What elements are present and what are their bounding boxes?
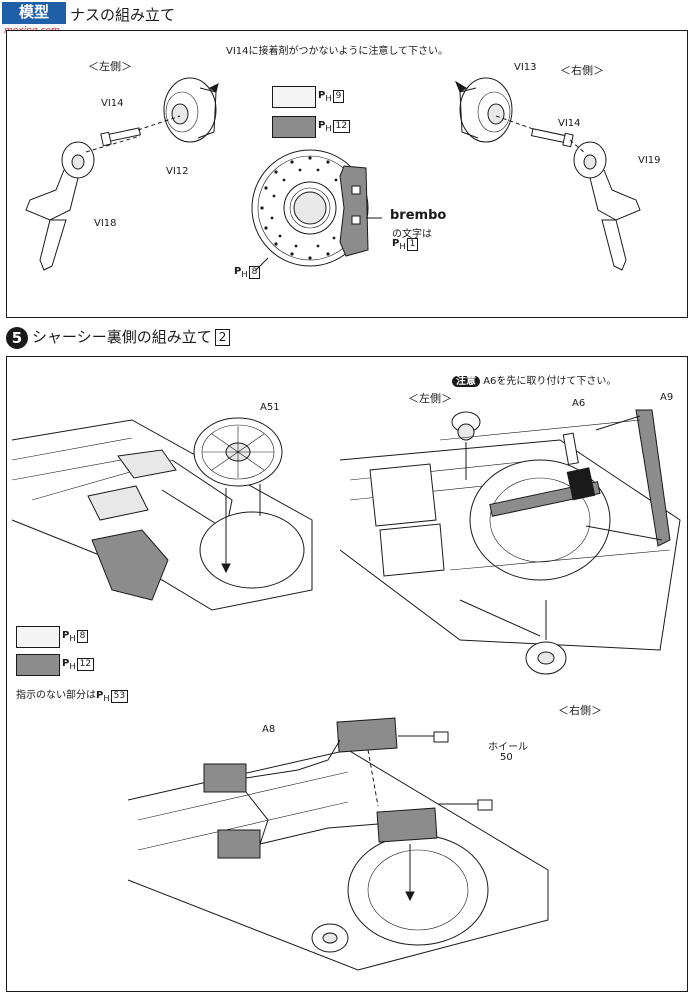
watermark-logo-text: 模型 (18, 3, 49, 21)
step4-title: ナスの組み立て (70, 6, 176, 24)
caution-text: A6を先に取り付けて下さい。 (483, 376, 617, 387)
step5-legend-swatch-dark (16, 654, 60, 676)
step5-right-label: ＜右側＞ (558, 704, 602, 717)
step5-title: シャーシー裏側の組み立て (32, 328, 212, 346)
part-label-vi19: VI19 (638, 155, 661, 166)
step4-instruction: VI14に接着剤がつかないように注意して下さい。 (226, 46, 449, 57)
exhaust-assembly-illustration (127, 717, 549, 971)
step4-right-label: ＜右側＞ (560, 64, 604, 77)
brembo-line2: の文字は (392, 229, 432, 240)
chassis-spare-wheel-illustration (11, 417, 313, 611)
legend-swatch-light (272, 86, 316, 108)
step4-left-label: ＜左側＞ (88, 60, 132, 73)
part-label-a6: A6 (572, 398, 586, 409)
brembo-word: brembo (390, 208, 447, 223)
caution-badge: 注意 (452, 376, 480, 387)
part-label-vi18: VI18 (94, 218, 117, 229)
step4-left-assembly-illustration (25, 77, 219, 271)
part-label-vi12: VI12 (166, 166, 189, 177)
step5-left-label: ＜左側＞ (408, 392, 452, 405)
part-label-a8: A8 (262, 724, 276, 735)
watermark-logo: 模型 (2, 2, 66, 24)
step5-ref-box: 2 (214, 329, 231, 346)
brake-disc-illustration (251, 149, 382, 271)
part-label-vi14-right: VI14 (558, 118, 581, 129)
part-label-vi13: VI13 (514, 62, 537, 73)
part-label-vi14-left: VI14 (101, 98, 124, 109)
legend-swatch-dark (272, 116, 316, 138)
caution-note: 注意 A6を先に取り付けて下さい。 (452, 372, 616, 387)
wheel-number: 50 (500, 752, 513, 763)
rear-suspension-illustration (339, 409, 681, 675)
step4-right-assembly-illustration (454, 77, 641, 271)
part-label-a9: A9 (660, 392, 674, 403)
step5-number: 5 (6, 326, 28, 349)
wheel-label: ホイール (488, 742, 528, 753)
part-label-a51: A51 (260, 402, 280, 413)
step5-legend-swatch-light (16, 626, 60, 648)
